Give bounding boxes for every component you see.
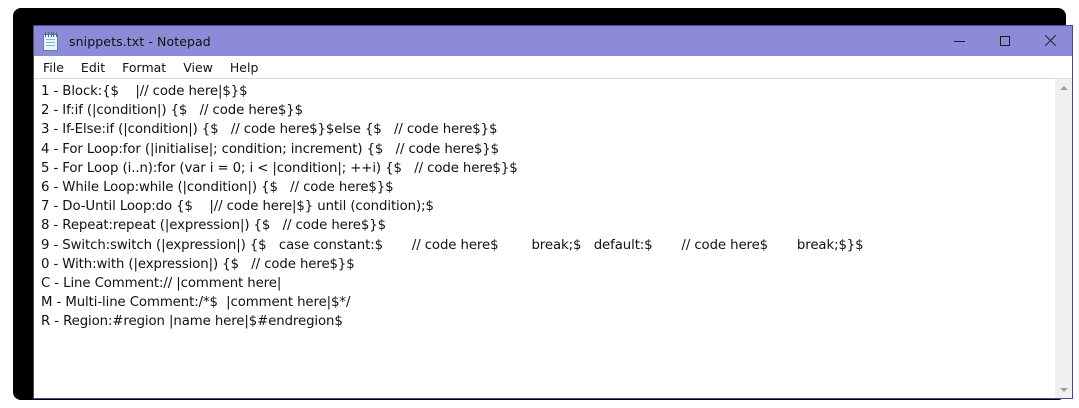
text-line: 5 - For Loop (i..n):for (var i = 0; i < … (41, 160, 518, 176)
text-line: 9 - Switch:switch (|expression|) {$ case… (41, 237, 864, 253)
minimize-icon (954, 40, 965, 42)
menu-item-edit[interactable]: Edit (80, 59, 106, 75)
window-title: snippets.txt - Notepad (69, 33, 211, 49)
text-line: 8 - Repeat:repeat (|expression|) {$ // c… (41, 218, 386, 234)
menu-item-help[interactable]: Help (229, 59, 259, 75)
menu-item-format[interactable]: Format (122, 59, 167, 75)
text-line: 7 - Do-Until Loop:do {$ |// code here|$}… (41, 199, 434, 215)
scroll-up-icon[interactable] (1055, 79, 1072, 96)
maximize-button[interactable] (982, 26, 1027, 56)
scrollbar-track[interactable] (1055, 96, 1072, 381)
text-line: M - Multi-line Comment:/*$ |comment here… (41, 295, 351, 311)
text-line: 1 - Block:{$ |// code here|$}$ (41, 84, 248, 99)
editor-area: 1 - Block:{$ |// code here|$}$ 2 - If:if… (34, 79, 1072, 398)
screenshot-bezel: snippets.txt - Notepad File Edit Format … (13, 8, 1073, 400)
close-icon (1044, 35, 1056, 47)
text-line: 2 - If:if (|condition|) {$ // code here$… (41, 103, 303, 119)
window-controls (937, 26, 1072, 56)
notepad-window: snippets.txt - Notepad File Edit Format … (33, 25, 1073, 399)
menu-item-view[interactable]: View (183, 59, 213, 75)
text-line: 0 - With:with (|expression|) {$ // code … (41, 256, 355, 272)
text-line: C - Line Comment:// |comment here| (41, 276, 282, 292)
menu-item-file[interactable]: File (43, 59, 64, 75)
text-line: R - Region:#region |name here|$#endregio… (41, 314, 343, 330)
title-bar[interactable]: snippets.txt - Notepad (34, 26, 1072, 56)
text-line: 6 - While Loop:while (|condition|) {$ //… (41, 180, 394, 196)
minimize-button[interactable] (937, 26, 982, 56)
scroll-down-icon[interactable] (1055, 381, 1072, 398)
menu-bar: File Edit Format View Help (34, 56, 1072, 79)
text-line: 4 - For Loop:for (|initialise|; conditio… (41, 141, 499, 157)
maximize-icon (999, 36, 1010, 46)
vertical-scrollbar[interactable] (1054, 79, 1072, 398)
close-button[interactable] (1027, 26, 1072, 56)
text-line: 3 - If-Else:if (|condition|) {$ // code … (41, 122, 498, 138)
text-editor[interactable]: 1 - Block:{$ |// code here|$}$ 2 - If:if… (34, 79, 1054, 398)
notepad-icon (43, 31, 60, 51)
